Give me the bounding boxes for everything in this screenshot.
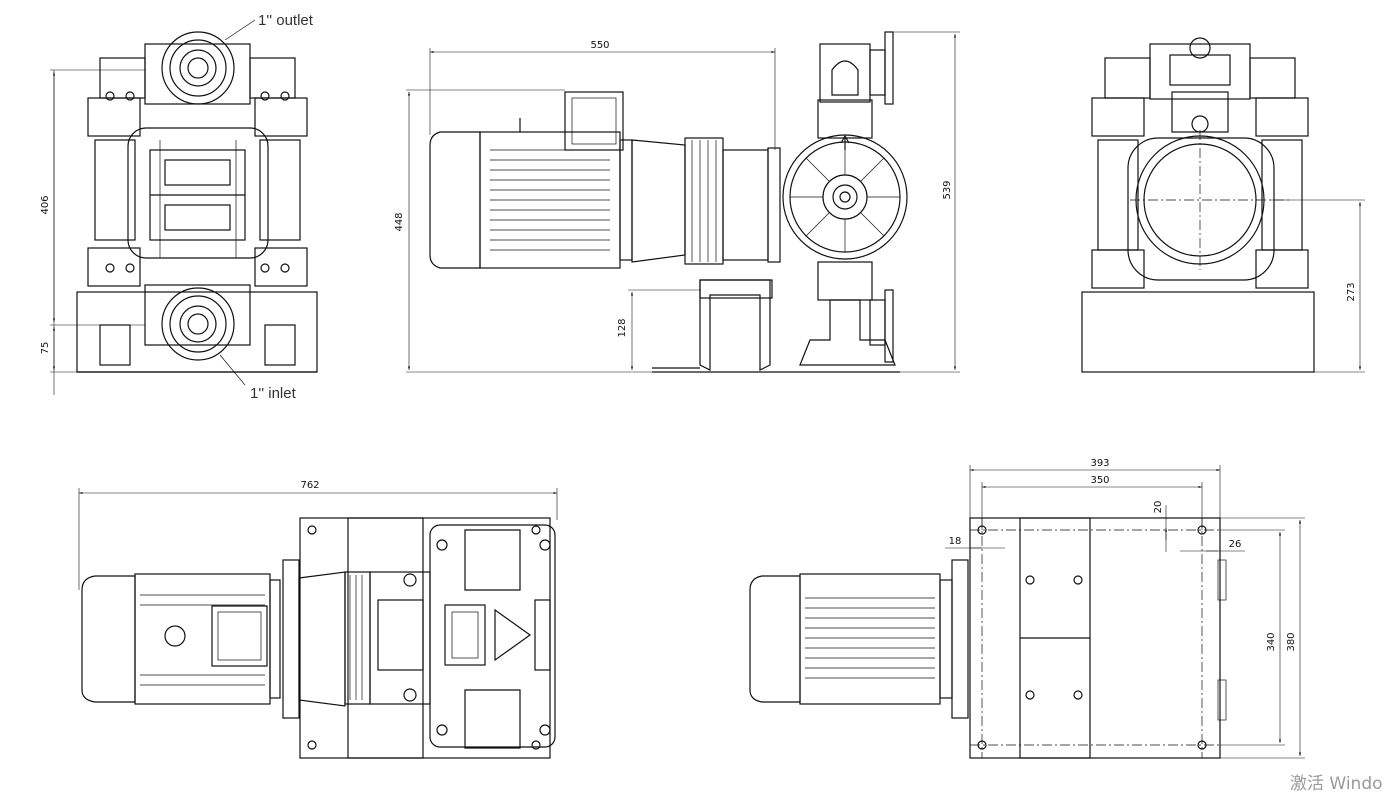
dim-rear-axis-height: 273	[1346, 282, 1357, 301]
dim-hole-offset-left: 18	[949, 536, 962, 547]
dim-side-motor-height: 448	[394, 212, 405, 231]
dim-base-outer-width: 393	[1090, 458, 1109, 469]
pump-chamber	[782, 134, 908, 260]
dim-side-total-height: 539	[942, 180, 953, 199]
activation-watermark: 激活 Windo	[1290, 774, 1383, 794]
dim-front-inlet-height: 75	[40, 342, 51, 355]
dim-hole-offset-right: 26	[1229, 539, 1242, 550]
dim-side-foot-height: 128	[617, 318, 628, 337]
dim-base-hole-depth: 340	[1266, 632, 1277, 651]
inlet-label: 1'' inlet	[250, 385, 297, 402]
dim-side-length: 550	[590, 40, 609, 51]
side-view	[406, 31, 960, 373]
rear-view	[1081, 37, 1365, 373]
dim-front-height: 406	[40, 195, 51, 214]
outlet-label: 1'' outlet	[258, 12, 314, 29]
dim-base-hole-width: 350	[1090, 475, 1109, 486]
inlet-flange	[161, 287, 235, 361]
top-view	[78, 488, 558, 759]
base-view	[749, 465, 1305, 759]
dim-hole-offset-top: 20	[1153, 501, 1164, 514]
dim-top-length: 762	[300, 480, 319, 491]
outlet-flange	[161, 31, 235, 105]
dim-base-outer-depth: 380	[1286, 632, 1297, 651]
front-view	[50, 19, 318, 395]
